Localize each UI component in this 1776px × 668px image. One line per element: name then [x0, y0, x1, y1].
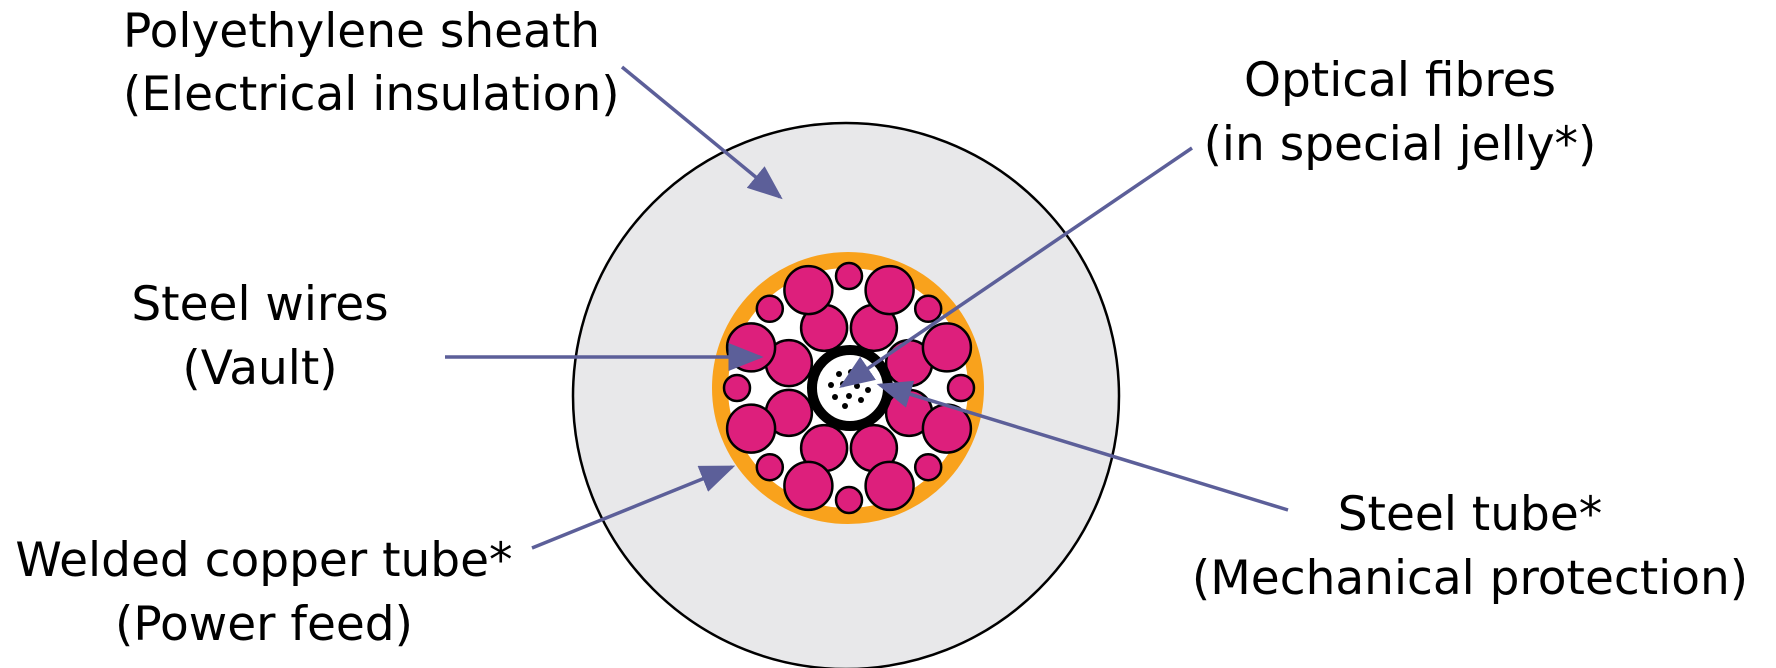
sheath-label-line1: Polyethylene sheath: [123, 4, 600, 59]
steel-wire-small: [913, 294, 943, 324]
sheath-arrow: [620, 65, 783, 200]
steel-tube-label-line2: (Mechanical protection): [1192, 551, 1748, 606]
steel-tube-label-line1: Steel tube*: [1338, 487, 1603, 542]
optical-fibre: [842, 403, 848, 409]
steel-wire-small: [722, 373, 752, 403]
steel-wire-small: [834, 485, 864, 515]
steel-wire-small: [755, 452, 785, 482]
steel-wire: [725, 403, 777, 454]
optical-fibre: [858, 397, 864, 403]
sheath-label-line2: (Electrical insulation): [123, 67, 620, 122]
optical-fibre: [828, 382, 834, 388]
optical-fibre: [846, 393, 852, 399]
fibres-label-line2: (in special jelly*): [1204, 117, 1597, 172]
steel-wire: [864, 460, 915, 512]
optical-fibre: [848, 369, 854, 375]
steel-tube-arrow: [876, 380, 1289, 512]
steel-wire: [783, 264, 834, 316]
steel-wire-small: [913, 452, 943, 482]
steel-wire-small: [834, 261, 864, 291]
steel-wire: [864, 264, 915, 316]
steel-wires-group: [722, 261, 976, 515]
copper-tube-label-line1: Welded copper tube*: [15, 533, 512, 588]
fibres-arrow: [839, 146, 1193, 388]
fibres-label-line1: Optical fibres: [1244, 53, 1556, 108]
steel-wire: [921, 322, 973, 373]
optical-fibre: [865, 387, 871, 393]
optical-fibre: [832, 394, 838, 400]
steel-wire: [725, 322, 777, 373]
steel-wire-small: [755, 294, 785, 324]
optical-fibre: [854, 383, 860, 389]
copper-tube-label-line2: (Power feed): [115, 597, 413, 652]
steel-wire: [783, 460, 834, 512]
copper-tube-arrow: [531, 465, 736, 550]
steel-wire-small: [946, 373, 976, 403]
steel-wires-label-line1: Steel wires: [131, 277, 388, 332]
steel-wires-label-line2: (Vault): [182, 341, 337, 396]
optical-fibre: [836, 371, 842, 377]
